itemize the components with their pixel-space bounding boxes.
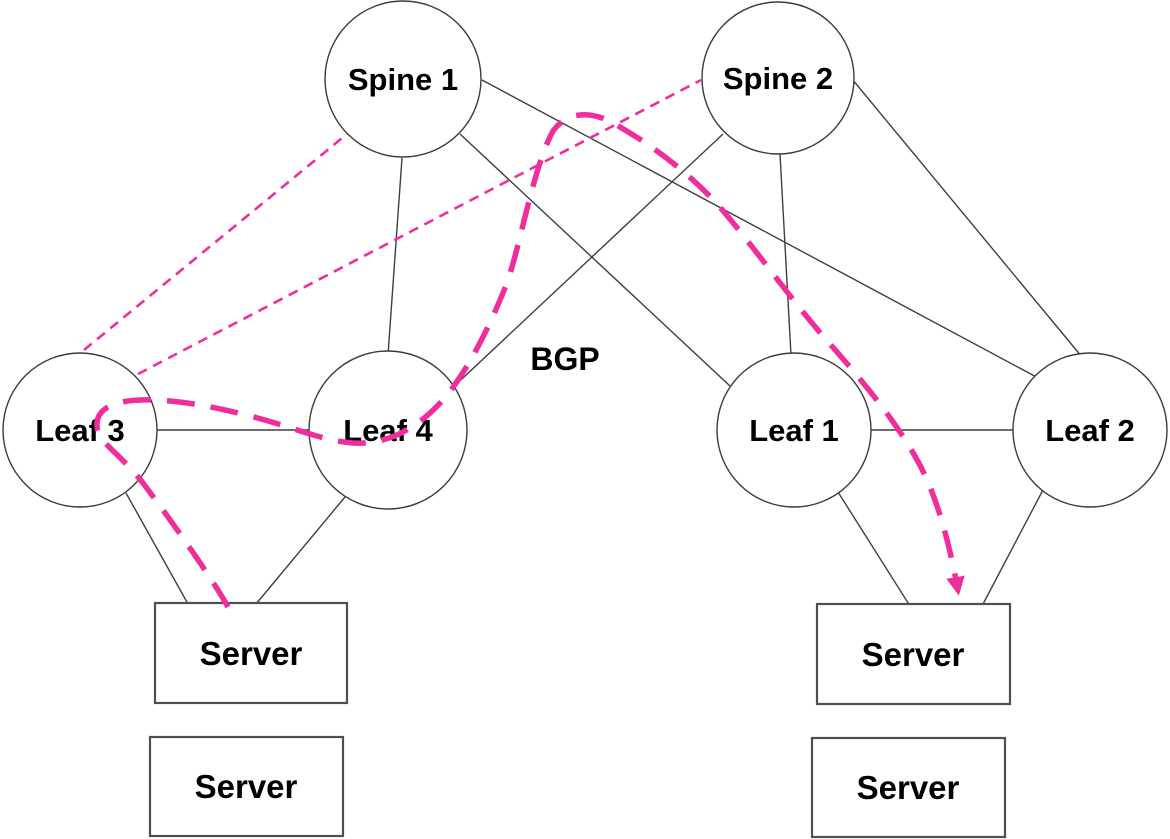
spine2-node [701,1,855,155]
link-spine1-leaf2 [481,79,1043,381]
link-spine2-leaf4 [447,133,724,393]
server-right-top-box [815,602,1012,706]
bgp-session-leaf3-spine2 [137,78,702,376]
server-right-bottom-label: Server [857,769,960,806]
link-leaf3-server [125,492,189,605]
server-left-top-label: Server [200,635,303,672]
bgp-session-leaf3-spine1 [83,132,348,352]
bgp-session-lines [83,78,702,376]
link-leaf2-server [981,487,1045,607]
bgp-annotation-label: BGP [530,341,599,377]
node-labels: Spine 1 Spine 2 Leaf 3 Leaf 4 Leaf 1 Lea… [35,61,1135,806]
spine1-label: Spine 1 [348,62,458,97]
leaf2-node [1012,352,1168,508]
link-spine2-leaf2 [851,78,1083,358]
server-left-top-box [153,601,349,705]
link-spine1-leaf1 [459,133,731,387]
leaf1-node [716,352,872,508]
server-right-bottom-box [810,736,1007,839]
leaf3-node [2,352,158,508]
leaf3-label: Leaf 3 [35,413,125,448]
solid-links [125,78,1083,607]
leaf2-label: Leaf 2 [1045,413,1135,448]
server-left-bottom-box [148,735,345,838]
link-leaf4-server [255,496,346,605]
spine1-node [324,0,482,158]
spine2-label: Spine 2 [723,61,833,96]
link-spine2-leaf1 [779,153,792,356]
link-leaf1-server [837,491,911,607]
leaf1-label: Leaf 1 [749,413,839,448]
server-left-bottom-label: Server [195,768,298,805]
traffic-path-arrow [94,112,965,609]
server-right-top-label: Server [862,636,965,673]
leaf4-node [308,350,468,510]
link-spine1-leaf4 [387,157,403,356]
